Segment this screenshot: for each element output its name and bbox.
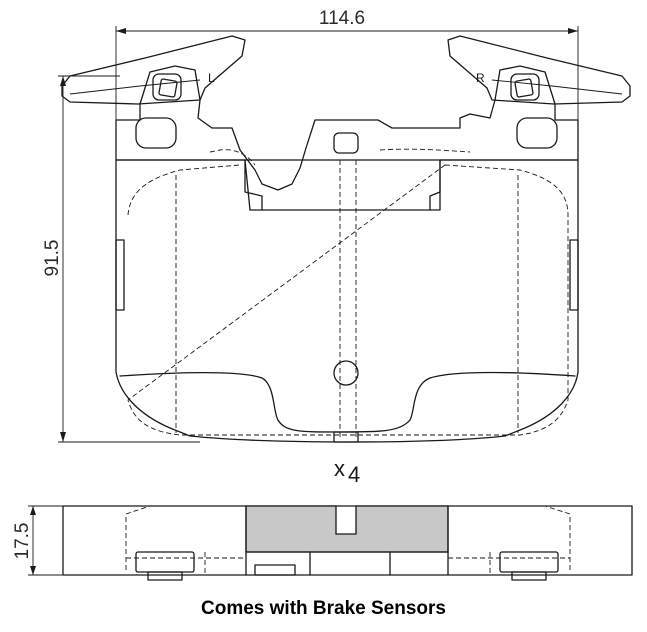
quantity-count: 4 [348, 462, 360, 487]
centre-slot [333, 132, 359, 154]
right-upper-hole [510, 73, 540, 101]
pad-body-outline [115, 159, 579, 443]
thickness-dimension-label: 17.5 [12, 523, 33, 560]
width-dimension-label: 114.6 [319, 8, 365, 29]
left-tab-label: L [208, 71, 215, 85]
right-lower-hole [516, 117, 558, 149]
quantity-marker: x 4 [334, 456, 360, 487]
left-side-rail [115, 239, 125, 311]
quantity-multiplier: x [334, 456, 345, 481]
side-view-outline [62, 505, 633, 576]
right-side-rail [569, 239, 579, 311]
height-dimension-label: 91.5 [42, 240, 63, 277]
left-clip-arm [61, 35, 246, 105]
width-dimension: 114.6 [115, 8, 579, 160]
caption: Comes with Brake Sensors [201, 598, 446, 619]
right-clip-arm [447, 35, 631, 105]
side-view-backing-plate [245, 505, 449, 553]
backing-plate-outline [115, 65, 579, 191]
height-dimension: 91.5 [42, 75, 200, 443]
thickness-dimension: 17.5 [12, 505, 64, 576]
left-lower-hole [135, 117, 177, 149]
pad-front-view: L R [61, 35, 631, 443]
sensor-hole [333, 360, 359, 386]
left-upper-hole [152, 73, 182, 101]
right-tab-label: R [476, 71, 485, 85]
pad-side-view [62, 505, 633, 581]
